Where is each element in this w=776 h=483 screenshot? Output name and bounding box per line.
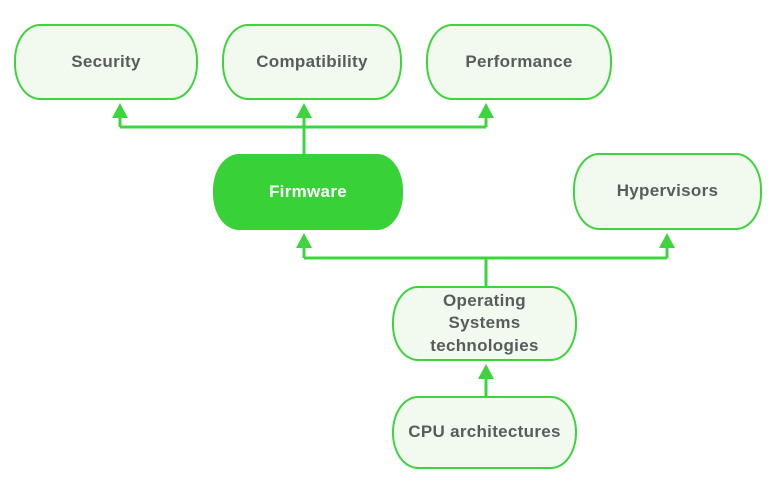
node-performance-label: Performance xyxy=(465,51,573,71)
arrowhead-to-performance-icon xyxy=(478,103,494,118)
arrowhead-to-compatibility-icon xyxy=(296,103,312,118)
node-cpu-architectures: CPU architectures xyxy=(392,396,577,469)
arrowhead-to-hypervisors-icon xyxy=(659,233,675,248)
node-security: Security xyxy=(14,24,198,100)
node-compatibility: Compatibility xyxy=(222,24,402,100)
node-operating-systems-technologies: Operating Systems technologies xyxy=(392,286,577,361)
arrowhead-to-security-icon xyxy=(112,103,128,118)
node-hypervisors: Hypervisors xyxy=(573,153,762,230)
node-cpu-architectures-label: CPU architectures xyxy=(408,422,561,442)
connector-firmware-to-top-row xyxy=(112,103,494,154)
node-security-label: Security xyxy=(71,51,141,71)
connector-cpu-to-os xyxy=(478,364,494,396)
node-performance: Performance xyxy=(426,24,612,100)
connector-os-to-firmware-hypervisors xyxy=(296,233,675,286)
arrowhead-to-firmware-icon xyxy=(296,233,312,248)
node-os-technologies-label: Operating Systems technologies xyxy=(430,290,539,355)
arrowhead-to-os-technologies-icon xyxy=(478,364,494,379)
node-firmware: Firmware xyxy=(213,154,403,230)
node-compatibility-label: Compatibility xyxy=(256,51,368,71)
node-hypervisors-label: Hypervisors xyxy=(616,181,719,201)
node-firmware-label: Firmware xyxy=(269,181,347,201)
